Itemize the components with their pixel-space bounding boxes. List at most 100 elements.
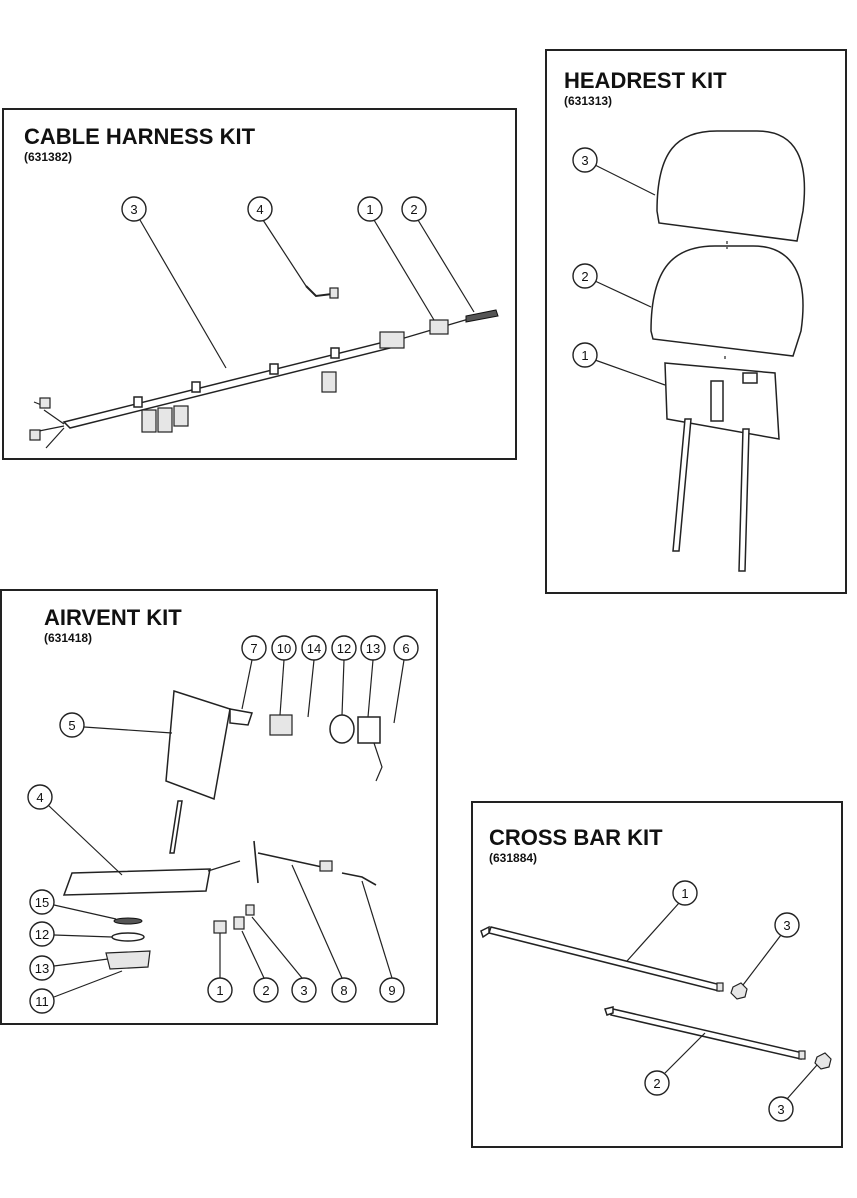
callout-3: 3 [572, 147, 656, 196]
cross-bar-long [488, 926, 722, 992]
harness-connector [321, 371, 337, 393]
cross-bar-nut [814, 1052, 832, 1070]
callout-7: 7 [241, 635, 267, 710]
callout-12: 12 [29, 921, 113, 947]
cross-bar-diagram: 1 3 2 3 [480, 880, 832, 1122]
svg-text:10: 10 [277, 641, 291, 656]
callout-11: 11 [29, 970, 123, 1014]
headrest-frame-tab [742, 372, 758, 384]
cross-bar-end [798, 1050, 806, 1060]
airvent-knob [105, 950, 151, 970]
svg-text:3: 3 [581, 153, 588, 168]
airvent-diagram: 7 10 14 12 13 6 5 4 [27, 635, 419, 1014]
airvent-seal [113, 917, 143, 925]
harness-tip-connector [465, 309, 499, 323]
svg-text:6: 6 [402, 641, 409, 656]
cable-harness-kit-title: CABLE HARNESS KIT [24, 124, 256, 149]
cross-bar-kit-title: CROSS BAR KIT [489, 825, 663, 850]
callout-8: 8 [291, 864, 357, 1003]
airvent-kit-panel: AIRVENT KIT (631418) 7 1 [0, 589, 438, 1025]
callout-5: 5 [59, 712, 173, 738]
svg-text:9: 9 [388, 983, 395, 998]
airvent-fastener [213, 920, 227, 934]
svg-text:3: 3 [783, 918, 790, 933]
cross-bar-end [716, 982, 724, 992]
callout-4: 4 [27, 784, 123, 876]
harness-connector [141, 409, 157, 433]
svg-text:13: 13 [366, 641, 380, 656]
airvent-kit-title: AIRVENT KIT [44, 605, 182, 630]
headrest-cushion-top [656, 130, 806, 242]
svg-text:1: 1 [216, 983, 223, 998]
harness-connector [379, 331, 405, 349]
callout-6: 6 [393, 635, 419, 724]
airvent-fan-mount [357, 716, 381, 744]
harness-clip [133, 396, 143, 408]
cross-bar-short [610, 1008, 804, 1060]
callout-2: 2 [644, 1032, 706, 1096]
headrest-kit-panel: HEADREST KIT (631313) 3 2 1 [545, 49, 847, 594]
callout-1: 1 [207, 933, 233, 1003]
callout-10: 10 [271, 635, 297, 716]
callout-1: 1 [357, 196, 435, 321]
callout-1: 1 [572, 342, 666, 386]
harness-connector [429, 319, 449, 335]
harness-connector-end [39, 397, 51, 409]
callout-1: 1 [626, 880, 698, 962]
callout-3: 3 [742, 912, 800, 986]
cable-harness-kit-part-number: (631382) [24, 150, 73, 164]
harness-clip [191, 381, 201, 393]
svg-text:2: 2 [581, 269, 588, 284]
harness-connector [157, 407, 173, 433]
cable-harness-diagram: 3 4 1 2 [29, 196, 499, 449]
airvent-housing [165, 689, 231, 801]
headrest-kit-title: HEADREST KIT [564, 68, 727, 93]
callout-2: 2 [401, 196, 475, 313]
svg-text:12: 12 [35, 927, 49, 942]
airvent-kit-part-number: (631418) [44, 631, 93, 645]
callout-9: 9 [361, 880, 405, 1003]
airvent-cable-plug [319, 860, 333, 872]
headrest-post-right [738, 428, 750, 572]
callout-4: 4 [247, 196, 307, 287]
callout-3: 3 [251, 916, 317, 1003]
svg-text:1: 1 [581, 348, 588, 363]
airvent-fastener [233, 916, 245, 930]
svg-text:2: 2 [410, 202, 417, 217]
harness-jumper-plug [329, 287, 339, 299]
callout-2: 2 [241, 930, 279, 1003]
harness-connector [173, 405, 189, 427]
headrest-post-left [672, 418, 692, 552]
svg-text:14: 14 [307, 641, 321, 656]
svg-text:4: 4 [256, 202, 263, 217]
headrest-frame-slot [710, 380, 724, 422]
svg-text:1: 1 [366, 202, 373, 217]
cross-bar-kit-panel: CROSS BAR KIT (631884) 1 3 2 3 [471, 801, 843, 1148]
airvent-ring [329, 714, 355, 744]
harness-main-tube [62, 341, 392, 429]
cable-harness-kit-panel: CABLE HARNESS KIT (631382) 3 4 [2, 108, 517, 460]
svg-text:5: 5 [68, 718, 75, 733]
airvent-base-plate [62, 868, 211, 896]
callout-13: 13 [360, 635, 386, 718]
airvent-duct [229, 708, 253, 726]
svg-text:12: 12 [337, 641, 351, 656]
svg-text:15: 15 [35, 895, 49, 910]
callout-12: 12 [331, 635, 357, 716]
svg-text:3: 3 [130, 202, 137, 217]
airvent-washer [111, 932, 145, 942]
callout-13: 13 [29, 955, 109, 981]
cross-bar-kit-part-number: (631884) [489, 851, 538, 865]
svg-text:3: 3 [777, 1102, 784, 1117]
callout-3: 3 [121, 196, 227, 369]
airvent-adapter [269, 714, 293, 736]
svg-text:3: 3 [300, 983, 307, 998]
harness-clip [330, 347, 340, 359]
headrest-cushion-middle [650, 245, 804, 357]
callout-3: 3 [768, 1064, 818, 1122]
svg-text:2: 2 [653, 1076, 660, 1091]
callout-14: 14 [301, 635, 327, 718]
harness-clip [269, 363, 279, 375]
headrest-diagram: 3 2 1 [572, 130, 806, 572]
svg-text:13: 13 [35, 961, 49, 976]
